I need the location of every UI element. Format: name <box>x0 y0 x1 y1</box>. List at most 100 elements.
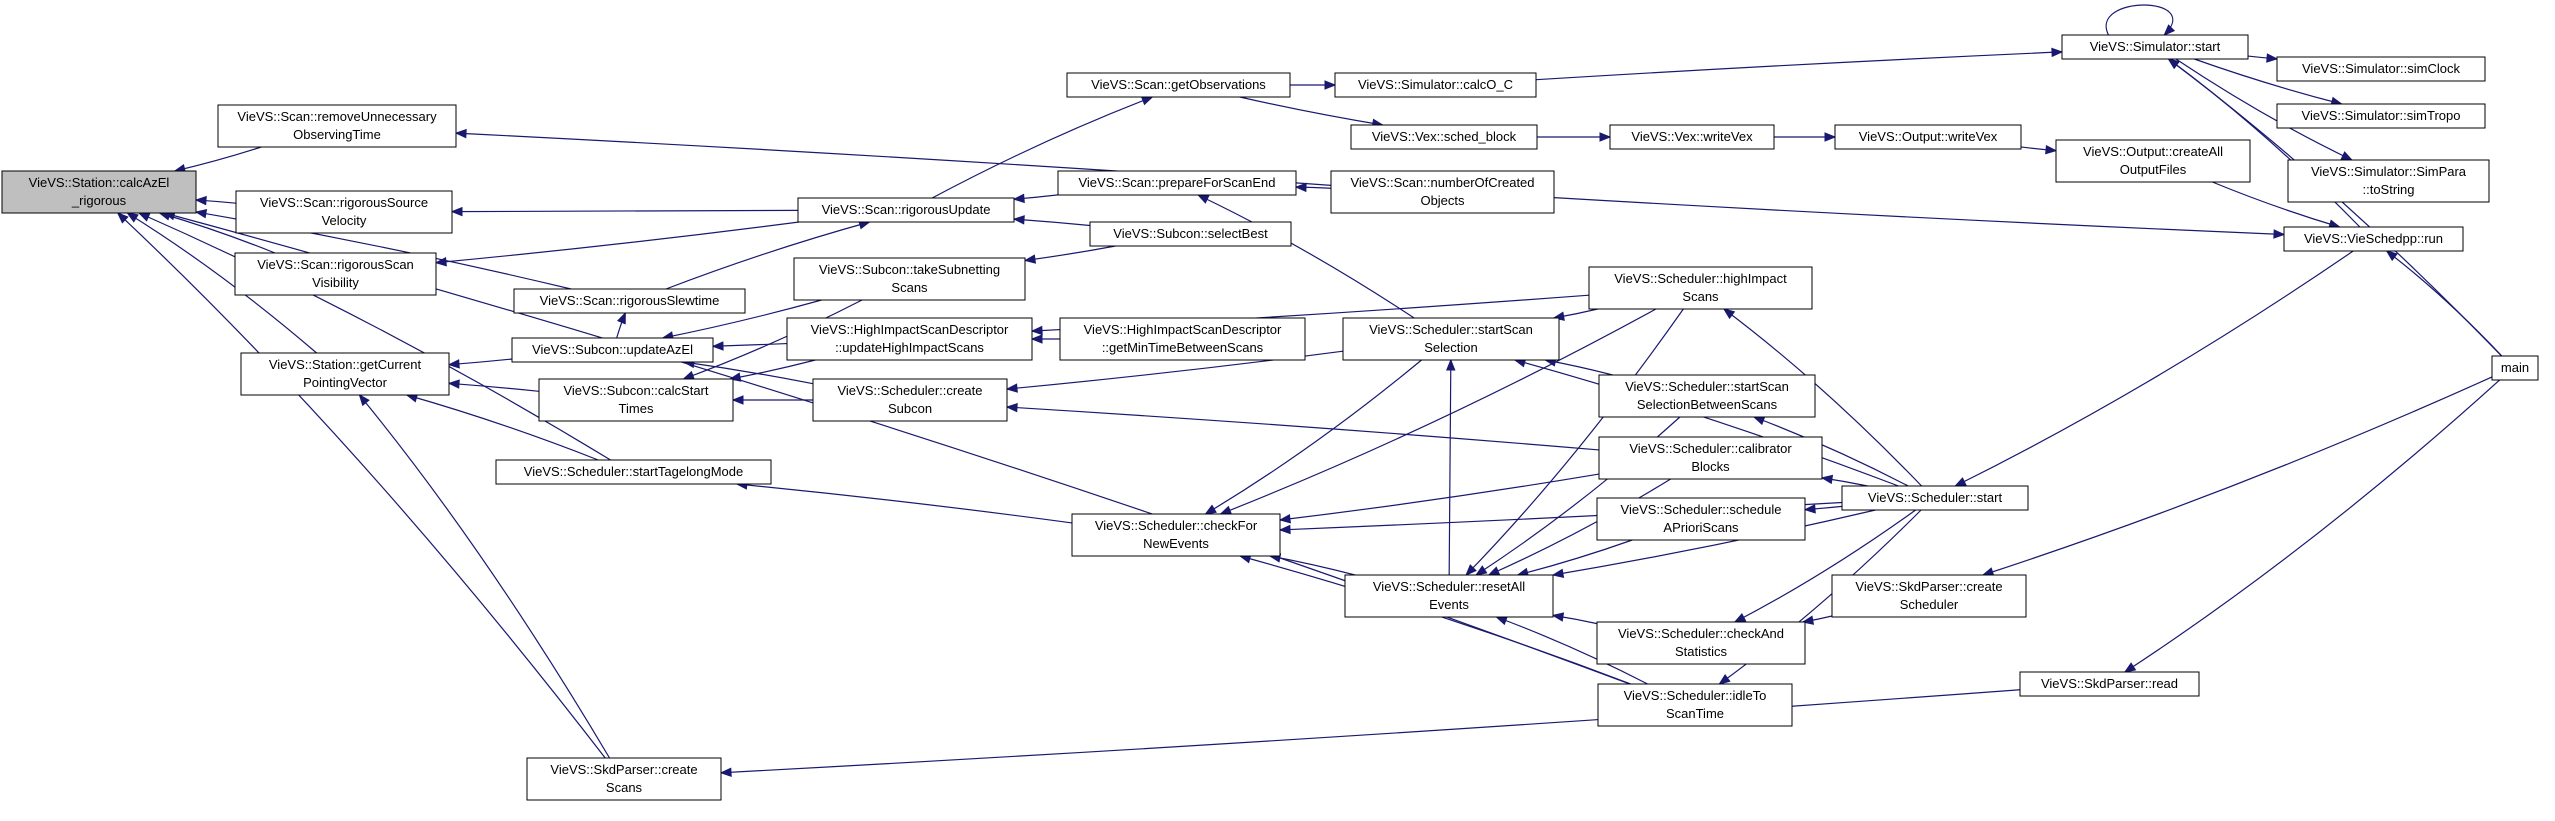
node-outWriteVex[interactable]: VieVS::Output::writeVex <box>1834 124 2022 150</box>
node-box <box>1350 124 1538 150</box>
node-getObs[interactable]: VieVS::Scan::getObservations <box>1066 72 1291 98</box>
edge-rigUpd-to-rigSrcVel <box>450 206 799 217</box>
node-calcOC[interactable]: VieVS::Simulator::calcO_C <box>1334 72 1537 98</box>
edge-hiScans-to-checkNew <box>1219 308 1657 515</box>
node-label: VieVS::Subcon::updateAzEl <box>532 342 693 357</box>
edge-startScanSel-to-checkNew <box>1204 359 1422 515</box>
edge-schedBlock-to-writeVexV <box>1536 132 1612 142</box>
edge-hiScans-to-resetAll <box>1465 308 1684 576</box>
edge-calBlocks-to-createSub <box>1005 402 1600 451</box>
node-label: VieVS::Station::getCurrent <box>269 357 422 372</box>
node-vieRun[interactable]: VieVS::VieSchedpp::run <box>2283 226 2464 252</box>
edge-schedStart-to-checkStats <box>1733 509 1916 623</box>
node-label: VieVS::Scan::rigorousUpdate <box>822 202 991 217</box>
node-box <box>513 288 746 314</box>
node-box <box>2061 34 2249 60</box>
node-label: PointingVector <box>303 375 388 390</box>
node-rigUpd[interactable]: VieVS::Scan::rigorousUpdate <box>797 197 1015 223</box>
node-box <box>1330 170 1555 214</box>
node-root[interactable]: VieVS::Station::calcAzEl_rigorous <box>1 170 197 214</box>
node-label: VieVS::HighImpactScanDescriptor <box>1084 322 1282 337</box>
node-startTagelong[interactable]: VieVS::Scheduler::startTagelongMode <box>495 459 772 485</box>
node-label: VieVS::Subcon::selectBest <box>1113 226 1268 241</box>
node-box <box>2287 159 2490 203</box>
node-hiGetMin[interactable]: VieVS::HighImpactScanDescriptor::getMinT… <box>1059 317 1306 361</box>
edge-hiGetMin-to-hiUpd <box>1030 334 1060 344</box>
node-simStart[interactable]: VieVS::Simulator::start <box>2061 34 2249 60</box>
node-label: ::updateHighImpactScans <box>835 340 984 355</box>
node-label: Velocity <box>322 213 367 228</box>
node-box <box>2283 226 2464 252</box>
node-schedBlock[interactable]: VieVS::Vex::sched_block <box>1350 124 1538 150</box>
node-box <box>2276 56 2486 82</box>
node-label: ::getMinTimeBetweenScans <box>1102 340 1264 355</box>
node-label: VieVS::Simulator::simClock <box>2302 61 2460 76</box>
edge-simStart-to-simClock <box>2247 53 2279 63</box>
node-box <box>526 757 722 801</box>
node-skdRead[interactable]: VieVS::SkdParser::read <box>2019 671 2200 697</box>
node-rigSlew[interactable]: VieVS::Scan::rigorousSlewtime <box>513 288 746 314</box>
node-label: VieVS::Scheduler::resetAll <box>1373 579 1525 594</box>
node-label: VieVS::Simulator::simTropo <box>2302 108 2461 123</box>
node-label: ::toString <box>2362 182 2414 197</box>
edge-outWriteVex-to-outCreateAll <box>2020 144 2058 155</box>
node-label: VieVS::Simulator::SimPara <box>2311 164 2467 179</box>
node-simTropo[interactable]: VieVS::Simulator::simTropo <box>2276 103 2486 129</box>
node-main[interactable]: main <box>2491 355 2539 381</box>
node-label: VieVS::Simulator::start <box>2090 39 2221 54</box>
node-ssBetween[interactable]: VieVS::Scheduler::startScanSelectionBetw… <box>1598 374 1816 418</box>
node-simPara[interactable]: VieVS::Simulator::SimPara::toString <box>2287 159 2490 203</box>
call-nodes: VieVS::Station::calcAzEl_rigorousVieVS::… <box>1 34 2539 801</box>
edge-resetAll-to-startScanSel <box>1446 358 1456 576</box>
edge-startTagelong-to-root <box>137 212 611 461</box>
node-box <box>1609 124 1775 150</box>
node-box <box>1057 170 1297 196</box>
node-box <box>1596 497 1806 541</box>
node-schedStart[interactable]: VieVS::Scheduler::start <box>1841 485 2029 511</box>
node-label: Visibility <box>312 275 359 290</box>
node-box <box>235 190 453 234</box>
node-simClock[interactable]: VieVS::Simulator::simClock <box>2276 56 2486 82</box>
node-label: VieVS::Scheduler::start <box>1868 490 2003 505</box>
edge-skdCreateScans-to-root <box>116 212 606 759</box>
node-prepEnd[interactable]: VieVS::Scan::prepareForScanEnd <box>1057 170 1297 196</box>
node-updAzEl[interactable]: VieVS::Subcon::updateAzEl <box>511 337 714 363</box>
node-label: VieVS::Scan::rigorousSource <box>260 195 428 210</box>
edge-rigSlew-to-rigUpd <box>665 220 871 290</box>
edge-numObj-to-prepEnd <box>1294 182 1332 193</box>
edge-numObj-to-vieRun <box>1553 197 2286 239</box>
edge-createSub-to-calcStart <box>731 395 813 405</box>
node-label: VieVS::Output::createAll <box>2083 144 2223 159</box>
node-box <box>1 170 197 214</box>
node-label: VieVS::Scheduler::create <box>837 383 982 398</box>
node-label: Objects <box>1420 193 1465 208</box>
node-hiUpd[interactable]: VieVS::HighImpactScanDescriptor::updateH… <box>786 317 1033 361</box>
node-box <box>1066 72 1291 98</box>
node-label: ScanTime <box>1666 706 1724 721</box>
node-selBest[interactable]: VieVS::Subcon::selectBest <box>1089 221 1292 247</box>
node-writeVexV[interactable]: VieVS::Vex::writeVex <box>1609 124 1775 150</box>
node-label: VieVS::Scan::numberOfCreated <box>1350 175 1534 190</box>
edge-writeVexV-to-outWriteVex <box>1773 132 1837 142</box>
node-box <box>797 197 1015 223</box>
node-removeUnnec[interactable]: VieVS::Scan::removeUnnecessaryObservingT… <box>217 104 457 148</box>
edge-idleTo-to-checkNew <box>1238 554 1632 685</box>
